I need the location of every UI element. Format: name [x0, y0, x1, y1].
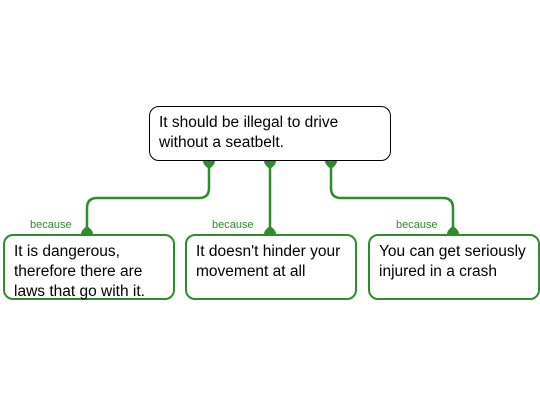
reason-text-2: It doesn't hinder your movement at all	[196, 243, 341, 280]
reason-box-1[interactable]: It is dangerous, therefore there are law…	[3, 234, 175, 300]
reason-text-1: It is dangerous, therefore there are law…	[14, 243, 145, 300]
connector-bottom-marker-3	[447, 226, 459, 234]
because-label-3: because	[396, 219, 438, 231]
claim-box[interactable]: It should be illegal to drive without a …	[149, 106, 391, 161]
reason-box-2[interactable]: It doesn't hinder your movement at all	[185, 234, 357, 300]
connector-top-marker-2	[264, 161, 276, 169]
because-label-1: because	[30, 219, 72, 231]
connector-reason-3	[329, 168, 455, 232]
connector-bottom-marker-1	[81, 226, 93, 234]
reason-box-3[interactable]: You can get seriously injured in a crash	[368, 234, 540, 300]
connector-bottom-marker-2	[264, 226, 276, 234]
claim-text: It should be illegal to drive without a …	[159, 114, 339, 151]
connector-top-marker-3	[325, 161, 337, 169]
reason-text-3: You can get seriously injured in a crash	[379, 243, 526, 280]
connector-reason-1	[85, 168, 211, 232]
because-label-2: because	[212, 219, 254, 231]
connector-top-marker-1	[203, 161, 215, 169]
